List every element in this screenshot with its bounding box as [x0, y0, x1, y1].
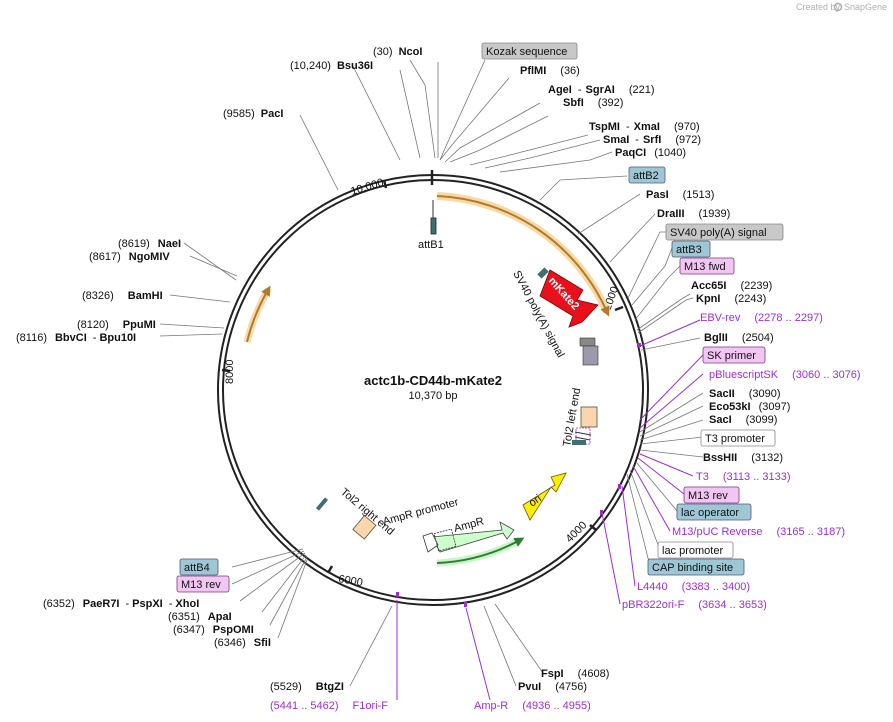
svg-text:attB3: attB3: [676, 244, 702, 256]
credit-text: Created by: [796, 2, 841, 12]
ampR-arrow[interactable]: [431, 521, 515, 553]
orf-arc-left: [243, 285, 272, 343]
cap-binding-box[interactable]: CAP binding site: [647, 558, 745, 576]
snapgene-logo-icon: [833, 2, 843, 12]
site-pacI[interactable]: (9585)PacI: [223, 108, 283, 120]
sv40-inner-small-icon: [537, 267, 549, 279]
outer-marks: [396, 343, 641, 607]
lac-operator-box[interactable]: lac operator: [676, 503, 752, 521]
site-kpnI[interactable]: KpnI(2243): [696, 293, 766, 305]
site-bssHII[interactable]: BssHII(3132): [703, 452, 783, 464]
primer-m13-puc-reverse[interactable]: M13/pUC Reverse(3165 .. 3187): [672, 526, 845, 538]
svg-text:SV40 poly(A) signal: SV40 poly(A) signal: [670, 227, 767, 239]
svg-text:attB4: attB4: [184, 562, 210, 574]
tol2-right-feature[interactable]: [315, 497, 377, 540]
primer-f1ori-f[interactable]: (5441 .. 5462)F1ori-F: [270, 700, 388, 712]
plasmid-size: 10,370 bp: [409, 390, 458, 402]
site-ngoMIV[interactable]: (8617)NgoMIV: [89, 251, 170, 263]
leader-lines: [159, 59, 704, 701]
attB1-label: attB1: [418, 239, 444, 251]
tol2-left-feature[interactable]: [572, 406, 598, 445]
ampR-promoter-label: AmpR promoter: [382, 496, 460, 528]
primer-pbr322ori-f[interactable]: pBR322ori-F(3634 .. 3653): [622, 599, 767, 611]
site-bbvCI[interactable]: (8116)BbvCI-Bpu10I: [16, 332, 136, 344]
site-sacII[interactable]: SacII(3090): [709, 388, 780, 400]
svg-text:T3 promoter: T3 promoter: [705, 433, 765, 445]
site-eco53kI[interactable]: Eco53kI(3097): [709, 401, 790, 413]
site-ncoI[interactable]: (30)NcoI: [373, 46, 422, 58]
site-fspI[interactable]: FspI(4608): [541, 668, 609, 680]
site-pspOMI[interactable]: (6347)PspOMI: [173, 624, 254, 636]
site-bamHI[interactable]: (8326)BamHI: [82, 290, 163, 302]
primer-t3[interactable]: T3(3113 .. 3133): [696, 471, 791, 483]
attB1-feature[interactable]: [430, 200, 437, 235]
site-sacI[interactable]: SacI(3099): [709, 414, 777, 426]
primer-l4440[interactable]: L4440(3383 .. 3400): [637, 581, 750, 593]
ruler-ticks: [221, 170, 624, 574]
primer-pbluescriptsk[interactable]: pBluescriptSK(3060 .. 3076): [709, 369, 861, 381]
site-paqCI[interactable]: PaqCI(1040): [615, 147, 686, 159]
lac-promoter-box[interactable]: lac promoter: [657, 541, 734, 559]
svg-text:CAP binding site: CAP binding site: [652, 562, 733, 574]
site-tspMI[interactable]: TspMI-XmaI(970): [589, 121, 700, 133]
ampR-promoter-feature[interactable]: [422, 528, 457, 553]
site-sbfI[interactable]: SbfI(392): [563, 97, 623, 109]
site-ageI[interactable]: AgeI-SgrAI(221): [548, 84, 655, 96]
ruler-label-8000: 8000: [224, 360, 236, 384]
site-bsu36I[interactable]: (10,240)Bsu36I: [290, 60, 373, 72]
m13rev-box[interactable]: M13 rev: [683, 486, 740, 504]
attB2-box[interactable]: attB2: [628, 166, 666, 184]
svg-text:M13 rev: M13 rev: [688, 490, 728, 502]
ori-arrow[interactable]: [522, 472, 567, 521]
site-sfiI[interactable]: (6346)SfiI: [214, 637, 271, 649]
site-draIII[interactable]: DraIII(1939): [657, 208, 730, 220]
site-pflMI[interactable]: PflMI(36): [520, 65, 580, 77]
ruler-label-6000: 6000: [337, 573, 363, 589]
site-bglII[interactable]: BglII(2504): [704, 332, 774, 344]
ruler-label-10000: 10,000: [349, 177, 385, 198]
m13rev-left-box[interactable]: M13 rev: [176, 575, 230, 593]
primer-amp-r[interactable]: Amp-R(4936 .. 4955): [474, 700, 591, 712]
t3-promoter-box[interactable]: T3 promoter: [700, 429, 776, 447]
site-paeR7I[interactable]: (6352)PaeR7I-PspXI-XhoI: [43, 598, 199, 610]
sv40-inner-box[interactable]: [579, 337, 599, 366]
svg-text:SK primer: SK primer: [707, 350, 756, 362]
site-apaI[interactable]: (6351)ApaI: [168, 611, 232, 623]
site-pasI[interactable]: PasI(1513): [646, 189, 714, 201]
orf-arc-bottom: [436, 536, 525, 567]
sk-primer-box[interactable]: SK primer: [702, 346, 766, 364]
ori-label: ori: [527, 493, 544, 510]
primer-ebv-rev[interactable]: EBV-rev(2278 .. 2297): [700, 312, 823, 324]
svg-text:Kozak sequence: Kozak sequence: [486, 46, 567, 58]
m13fwd-box[interactable]: M13 fwd: [679, 257, 735, 275]
site-smaI[interactable]: SmaI-SrfI(972): [603, 134, 701, 146]
attB3-box[interactable]: attB3: [671, 240, 711, 258]
site-ppuMI[interactable]: (8120)PpuMI: [77, 319, 156, 331]
orf-arc-right: [436, 192, 611, 317]
plasmid-name: actc1b-CD44b-mKate2: [364, 373, 502, 388]
mKate2-arrow[interactable]: [539, 269, 599, 328]
kozak-box[interactable]: Kozak sequence: [481, 42, 578, 60]
svg-text:M13 fwd: M13 fwd: [684, 261, 726, 273]
site-pvuI[interactable]: PvuI(4756): [518, 681, 587, 693]
svg-text:lac promoter: lac promoter: [662, 545, 723, 557]
site-acc65I[interactable]: Acc65I(2239): [691, 280, 772, 292]
snapgene-brand: SnapGene: [844, 2, 887, 12]
svg-text:lac operator: lac operator: [681, 507, 739, 519]
site-naeI[interactable]: (8619)NaeI: [118, 238, 181, 250]
sv40-box[interactable]: SV40 poly(A) signal: [665, 223, 784, 241]
attB4-box[interactable]: attB4: [179, 558, 219, 576]
site-btgZI[interactable]: (5529)BtgZI: [270, 681, 344, 693]
svg-text:attB2: attB2: [633, 170, 659, 182]
svg-text:M13 rev: M13 rev: [181, 579, 221, 591]
